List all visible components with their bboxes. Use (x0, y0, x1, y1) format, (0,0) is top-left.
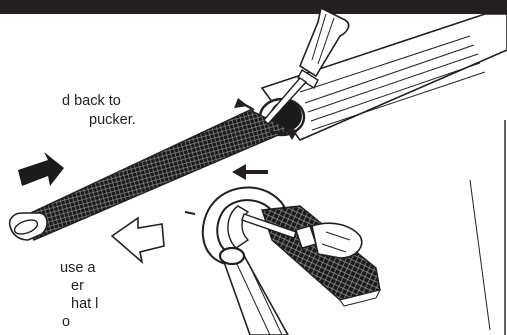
instruction-bottom-line2: er (71, 277, 84, 295)
braided-sleeve-bottom (262, 206, 380, 306)
instruction-bottom-line3: hat l (71, 295, 98, 313)
cable-edge-inner (470, 180, 490, 330)
cable-mark (185, 212, 195, 214)
instruction-bottom-line4: o (62, 313, 70, 331)
instruction-bottom-line1: use a (60, 259, 95, 277)
push-arrow-icon (18, 152, 64, 186)
large-cable-bottom (220, 248, 288, 335)
instruction-top-line2: pucker. (89, 111, 136, 129)
instruction-top-line1: d back to (62, 92, 121, 110)
pull-back-arrow-icon (112, 218, 164, 262)
rotate-arrow-icon (232, 164, 268, 180)
